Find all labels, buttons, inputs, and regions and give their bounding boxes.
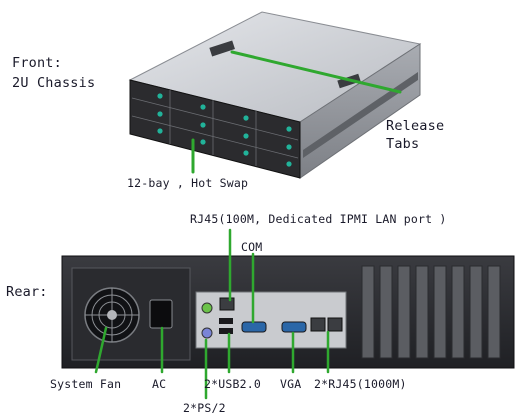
rj45-1000m-label: 2*RJ45(1000M) bbox=[314, 377, 407, 391]
expansion-slots bbox=[361, 265, 501, 359]
front-callouts bbox=[191, 50, 402, 174]
rear-title: Rear: bbox=[6, 284, 48, 300]
com-label: COM bbox=[241, 240, 263, 254]
release-tabs-label-2: Tabs bbox=[386, 136, 420, 152]
front-chassis bbox=[128, 11, 422, 179]
release-tabs-label: Release bbox=[386, 118, 445, 134]
usb-port bbox=[219, 318, 233, 324]
hot-swap-bays bbox=[131, 90, 299, 166]
ipmi-rj45-port bbox=[219, 297, 235, 311]
usb-label: 2*USB2.0 bbox=[204, 377, 261, 391]
ps2-port bbox=[201, 327, 213, 339]
lan-port bbox=[310, 317, 326, 332]
vga-port bbox=[281, 321, 307, 333]
system-fan-label: System Fan bbox=[50, 377, 122, 391]
system-fan bbox=[84, 287, 140, 343]
release-callout-line bbox=[230, 50, 402, 94]
rear-chassis bbox=[61, 255, 515, 369]
lan-port bbox=[327, 317, 343, 332]
fan-callout-line bbox=[94, 326, 108, 374]
front-subtitle: 2U Chassis bbox=[12, 75, 96, 91]
front-title: Front: bbox=[12, 55, 62, 71]
bay-label: 12-bay , Hot Swap bbox=[127, 176, 249, 190]
ac-inlet bbox=[149, 299, 173, 329]
chassis-rail bbox=[303, 72, 418, 158]
release-tab bbox=[209, 40, 235, 57]
ac-label: AC bbox=[152, 377, 167, 391]
vga-label: VGA bbox=[280, 377, 302, 391]
ps2-port bbox=[201, 302, 213, 314]
com-port bbox=[241, 321, 267, 333]
bay-leds bbox=[157, 93, 292, 167]
chassis-front-face bbox=[129, 79, 301, 179]
rear-callouts bbox=[94, 228, 330, 400]
rj45-ipmi-label: RJ45(100M, Dedicated IPMI LAN port ) bbox=[190, 212, 447, 226]
ps2-label: 2*PS/2 bbox=[183, 401, 226, 415]
usb-port bbox=[219, 328, 233, 334]
